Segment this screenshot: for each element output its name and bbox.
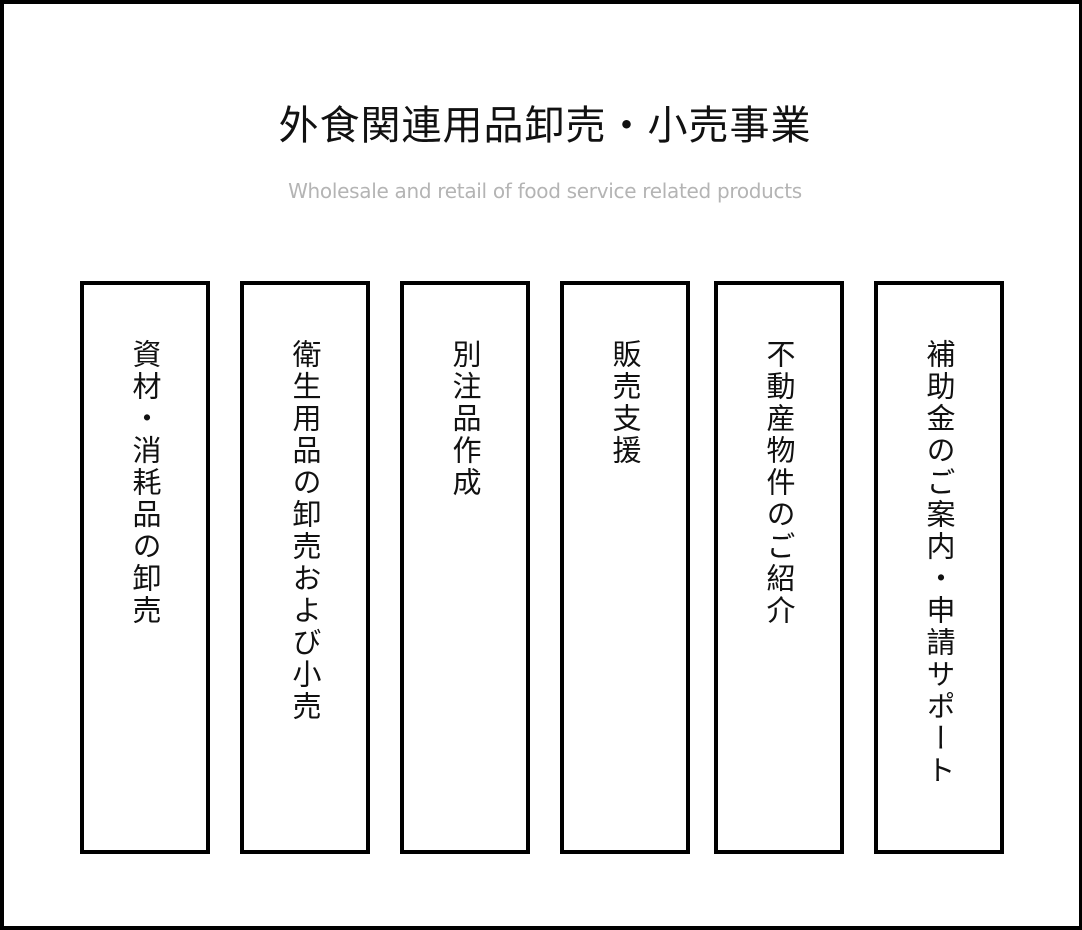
service-card-real-estate: 不動産物件のご紹介 [714, 281, 844, 854]
card-label: 補助金のご案内・申請サポート [922, 339, 956, 787]
card-label: 販売支援 [608, 339, 642, 467]
service-card-hygiene-products: 衛生用品の卸売および小売 [240, 281, 370, 854]
service-card-custom-orders: 別注品作成 [400, 281, 530, 854]
card-label: 不動産物件のご紹介 [762, 339, 796, 627]
page-subtitle: Wholesale and retail of food service rel… [288, 179, 802, 203]
service-card-subsidy-support: 補助金のご案内・申請サポート [874, 281, 1004, 854]
service-card-materials-wholesale: 資材・消耗品の卸売 [80, 281, 210, 854]
card-label: 別注品作成 [448, 339, 482, 499]
card-label: 資材・消耗品の卸売 [128, 339, 162, 627]
page-title: 外食関連用品卸売・小売事業 [278, 103, 812, 149]
service-card-sales-support: 販売支援 [560, 281, 690, 854]
card-label: 衛生用品の卸売および小売 [288, 339, 322, 723]
